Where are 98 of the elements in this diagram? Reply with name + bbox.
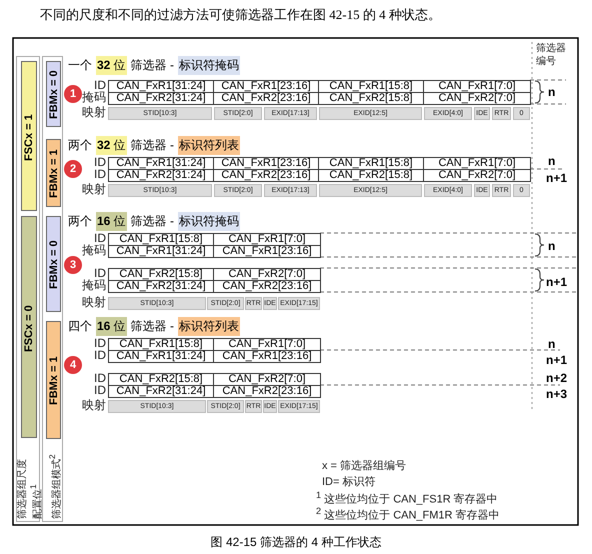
row-label: 映射 xyxy=(82,184,106,197)
heading-text: 四个 xyxy=(67,318,93,335)
row-label: ID xyxy=(93,157,106,169)
register-field: CAN_FxR2[15:8] xyxy=(318,169,424,182)
register-field: CAN_FxR2[31:24] xyxy=(108,92,214,105)
bit-value-label: FSCx = 1 xyxy=(23,114,35,161)
bit-value-label: FBMx = 0 xyxy=(48,240,60,289)
register-field: CAN_FxR1[31:24] xyxy=(108,350,214,363)
heading-text: 筛选器 - xyxy=(130,318,176,335)
register-field: CAN_FxR1[23:16] xyxy=(213,80,319,93)
register-field: CAN_FxR2[15:8] xyxy=(318,92,424,105)
setting-bar xyxy=(46,139,61,207)
step-number-badge: 3 xyxy=(64,256,82,274)
register-field: CAN_FxR1[7:0] xyxy=(423,157,531,170)
footnote: $^{1}$ 这些位均位于 CAN_FS1R 寄存器中 xyxy=(316,490,498,507)
register-field: CAN_FxR2[31:24] xyxy=(108,280,214,293)
bit-value-label: FSCx = 0 xyxy=(23,305,35,352)
filter-number: n xyxy=(548,337,556,351)
register-field: CAN_FxR2[31:24] xyxy=(108,169,214,182)
register-field: CAN_FxR2[7:0] xyxy=(423,169,531,182)
filter-number: n xyxy=(548,154,556,168)
register-field: CAN_FxR1[15:8] xyxy=(108,233,214,246)
row-label: ID xyxy=(94,233,106,245)
register-field: CAN_FxR2[23:16] xyxy=(213,92,319,105)
heading-text: 筛选器 - xyxy=(130,137,176,154)
register-field: CAN_FxR1[31:24] xyxy=(108,157,214,170)
setting-bar xyxy=(46,61,61,127)
register-field: CAN_FxR1[23:16] xyxy=(213,157,319,170)
register-field: CAN_FxR1[23:16] xyxy=(213,245,321,258)
filter-number: n+2 xyxy=(546,371,568,385)
heading-text: 标识符列表 xyxy=(178,317,240,336)
row-label: 掩码 xyxy=(82,280,106,292)
heading-text: 两个 xyxy=(67,213,93,230)
setting-bar xyxy=(46,216,61,312)
row-label: 掩码 xyxy=(82,92,106,104)
column-header: 筛选器编号 xyxy=(536,42,567,68)
register-field: CAN_FxR1[31:24] xyxy=(108,80,214,93)
register-field: CAN_FxR1[7:0] xyxy=(213,233,321,246)
register-field: CAN_FxR1[7:0] xyxy=(213,338,321,351)
register-field: CAN_FxR2[23:16] xyxy=(213,169,319,182)
register-field: CAN_FxR2[31:24] xyxy=(108,385,214,398)
register-field: CAN_FxR1[15:8] xyxy=(318,157,424,170)
row-label: ID xyxy=(93,169,106,181)
register-field: CAN_FxR2[7:0] xyxy=(213,268,321,281)
row-label: ID xyxy=(94,268,106,280)
row-label: 映射 xyxy=(82,297,106,310)
bit-value-label: FBMx = 1 xyxy=(48,149,60,198)
heading-text: 筛选器 - xyxy=(130,213,176,230)
register-field: CAN_FxR1[7:0] xyxy=(423,80,531,93)
register-field: CAN_FxR2[7:0] xyxy=(213,373,321,386)
setting-column xyxy=(42,56,63,522)
row-label: ID xyxy=(93,350,106,362)
filter-number: n+1 xyxy=(546,275,568,289)
heading-text: 16 位 xyxy=(96,212,127,231)
register-field: CAN_FxR1[15:8] xyxy=(318,80,424,93)
filter-number: n+1 xyxy=(546,353,568,367)
setting-bar xyxy=(21,216,37,438)
row-label: ID xyxy=(93,373,106,385)
row-label: 映射 xyxy=(82,400,106,413)
register-field: CAN_FxR2[15:8] xyxy=(108,373,214,386)
step-number-badge: 2 xyxy=(64,160,82,178)
filter-number: n+3 xyxy=(546,387,568,401)
heading-text: 32 位 xyxy=(96,56,127,75)
heading-text: 标识符列表 xyxy=(178,136,240,155)
register-field: CAN_FxR2[15:8] xyxy=(108,268,214,281)
register-field: CAN_FxR2[7:0] xyxy=(423,92,531,105)
filter-number: n+1 xyxy=(546,171,568,185)
filter-number: n xyxy=(548,85,556,99)
setting-bar xyxy=(21,61,37,211)
row-label: ID xyxy=(94,80,106,92)
heading-text: 标识符掩码 xyxy=(178,56,240,75)
heading-text: 筛选器 - xyxy=(130,57,176,74)
setting-bar xyxy=(46,321,61,439)
row-label: 映射 xyxy=(82,107,106,120)
row-label: ID xyxy=(93,338,106,350)
heading-text: 16 位 xyxy=(96,317,127,336)
row-label: 掩码 xyxy=(82,245,106,257)
heading-text: 两个 xyxy=(67,137,93,154)
step-number-badge: 1 xyxy=(64,85,82,103)
figure-caption: 图 42-15 筛选器的 4 种工作状态 xyxy=(210,535,382,549)
footnote: ID= 标识符 xyxy=(322,475,376,489)
register-field: CAN_FxR1[15:8] xyxy=(108,338,214,351)
setting-column xyxy=(16,56,40,522)
filter-number: n xyxy=(548,239,556,253)
heading-text: 标识符掩码 xyxy=(178,212,240,231)
intro-sentence: 不同的尺度和不同的过滤方法可使筛选器工作在图 42-15 的 4 种状态。 xyxy=(40,6,441,24)
bit-value-label: FBMx = 1 xyxy=(48,356,60,405)
row-label: ID xyxy=(93,385,106,397)
register-field: CAN_FxR2[23:16] xyxy=(213,280,321,293)
register-field: CAN_FxR1[23:16] xyxy=(213,350,321,363)
footnote: x = 筛选器组编号 xyxy=(322,459,406,473)
footnote: $^{2}$ 这些位均位于 CAN_FM1R 寄存器中 xyxy=(316,506,500,523)
register-field: CAN_FxR2[23:16] xyxy=(213,385,321,398)
heading-text: 一个 xyxy=(67,57,93,74)
bit-value-label: FBMx = 0 xyxy=(48,70,60,119)
step-number-badge: 4 xyxy=(64,356,82,374)
register-field: CAN_FxR1[31:24] xyxy=(108,245,214,258)
heading-text: 32 位 xyxy=(96,136,127,155)
